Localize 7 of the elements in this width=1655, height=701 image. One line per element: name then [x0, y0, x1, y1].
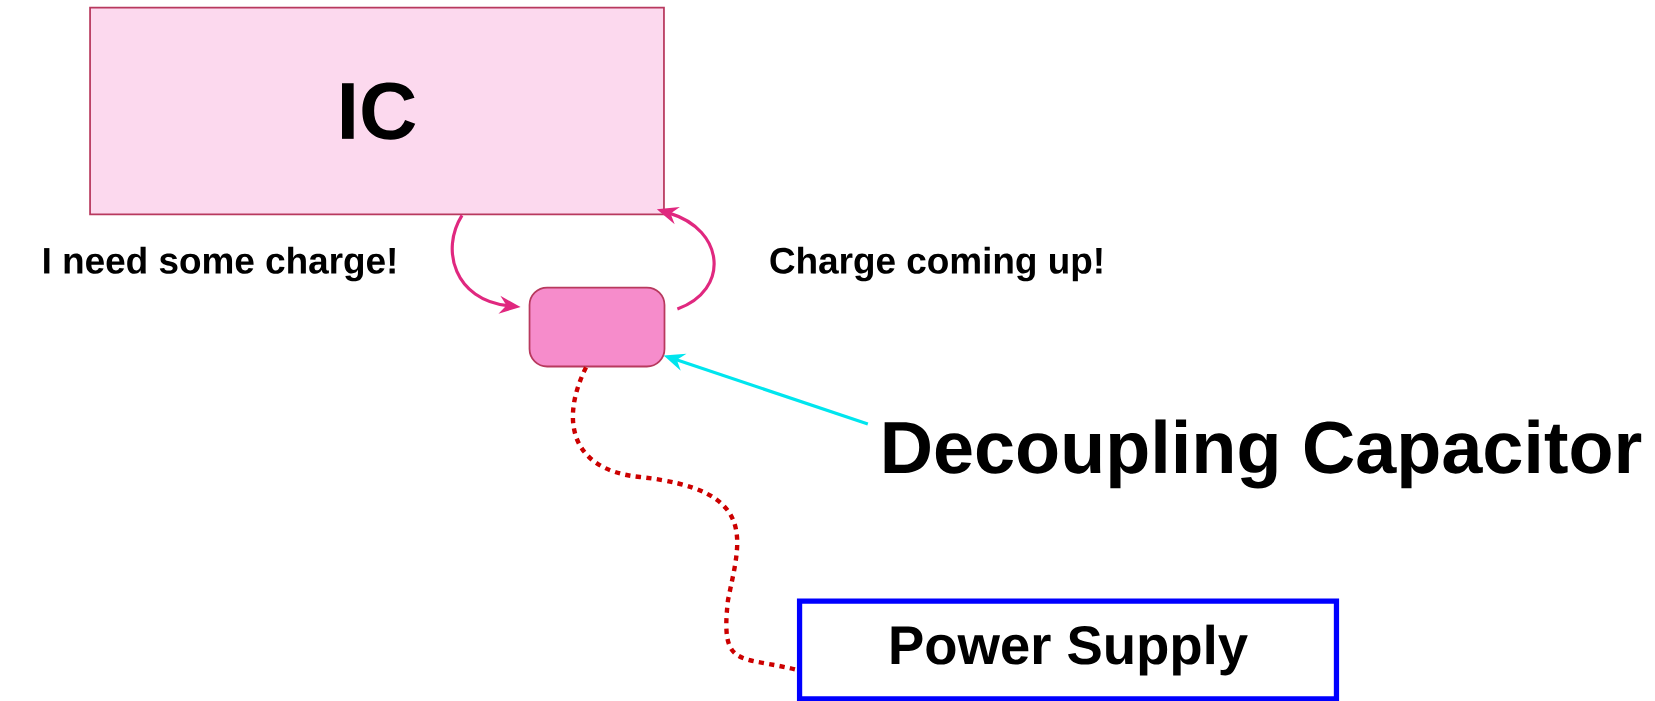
edge-label: Charge coming up! — [767, 244, 1107, 284]
power-supply-box: Power Supply — [796, 598, 1340, 701]
capacitor-box — [528, 286, 666, 368]
ic-box: IC — [89, 6, 665, 216]
edge-label: I need some charge! — [39, 244, 401, 284]
dotted-wire — [570, 366, 798, 673]
callout-text: Decoupling Capacitor — [884, 419, 1642, 489]
